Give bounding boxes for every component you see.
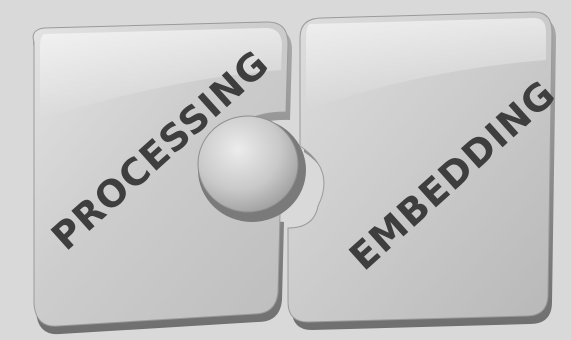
puzzle-graphic: PROCESSING EMBEDDING [0,0,571,340]
puzzle-diagram: PROCESSING EMBEDDING [0,0,571,340]
